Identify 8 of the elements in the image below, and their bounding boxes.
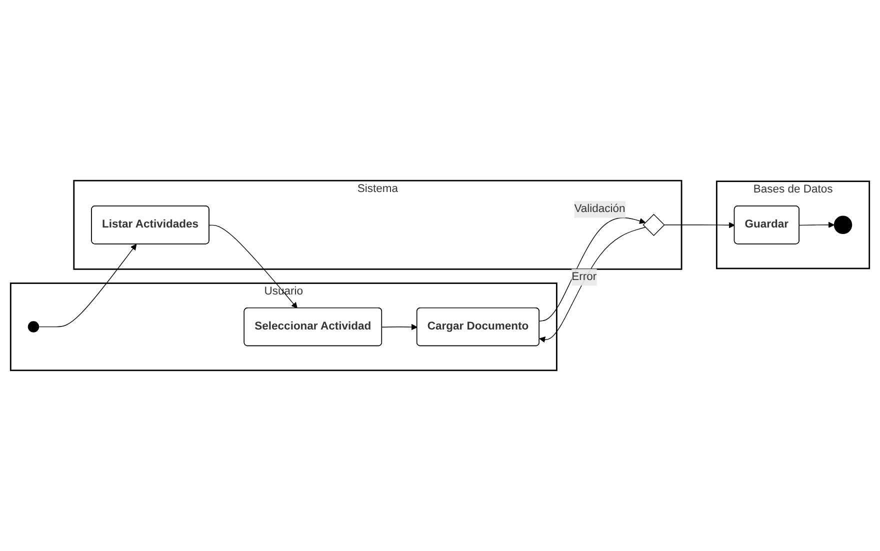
edge-label: Validación [574, 201, 626, 218]
action-box: Seleccionar Actividad [244, 307, 382, 346]
action-box: Listar Actividades [91, 206, 210, 244]
action-box: Cargar Documento [416, 307, 540, 346]
edge-label: Error [572, 268, 597, 286]
lane-title: Bases de Datos [753, 183, 833, 196]
lane-title: Sistema [357, 182, 398, 195]
action-box: Guardar [734, 206, 800, 244]
